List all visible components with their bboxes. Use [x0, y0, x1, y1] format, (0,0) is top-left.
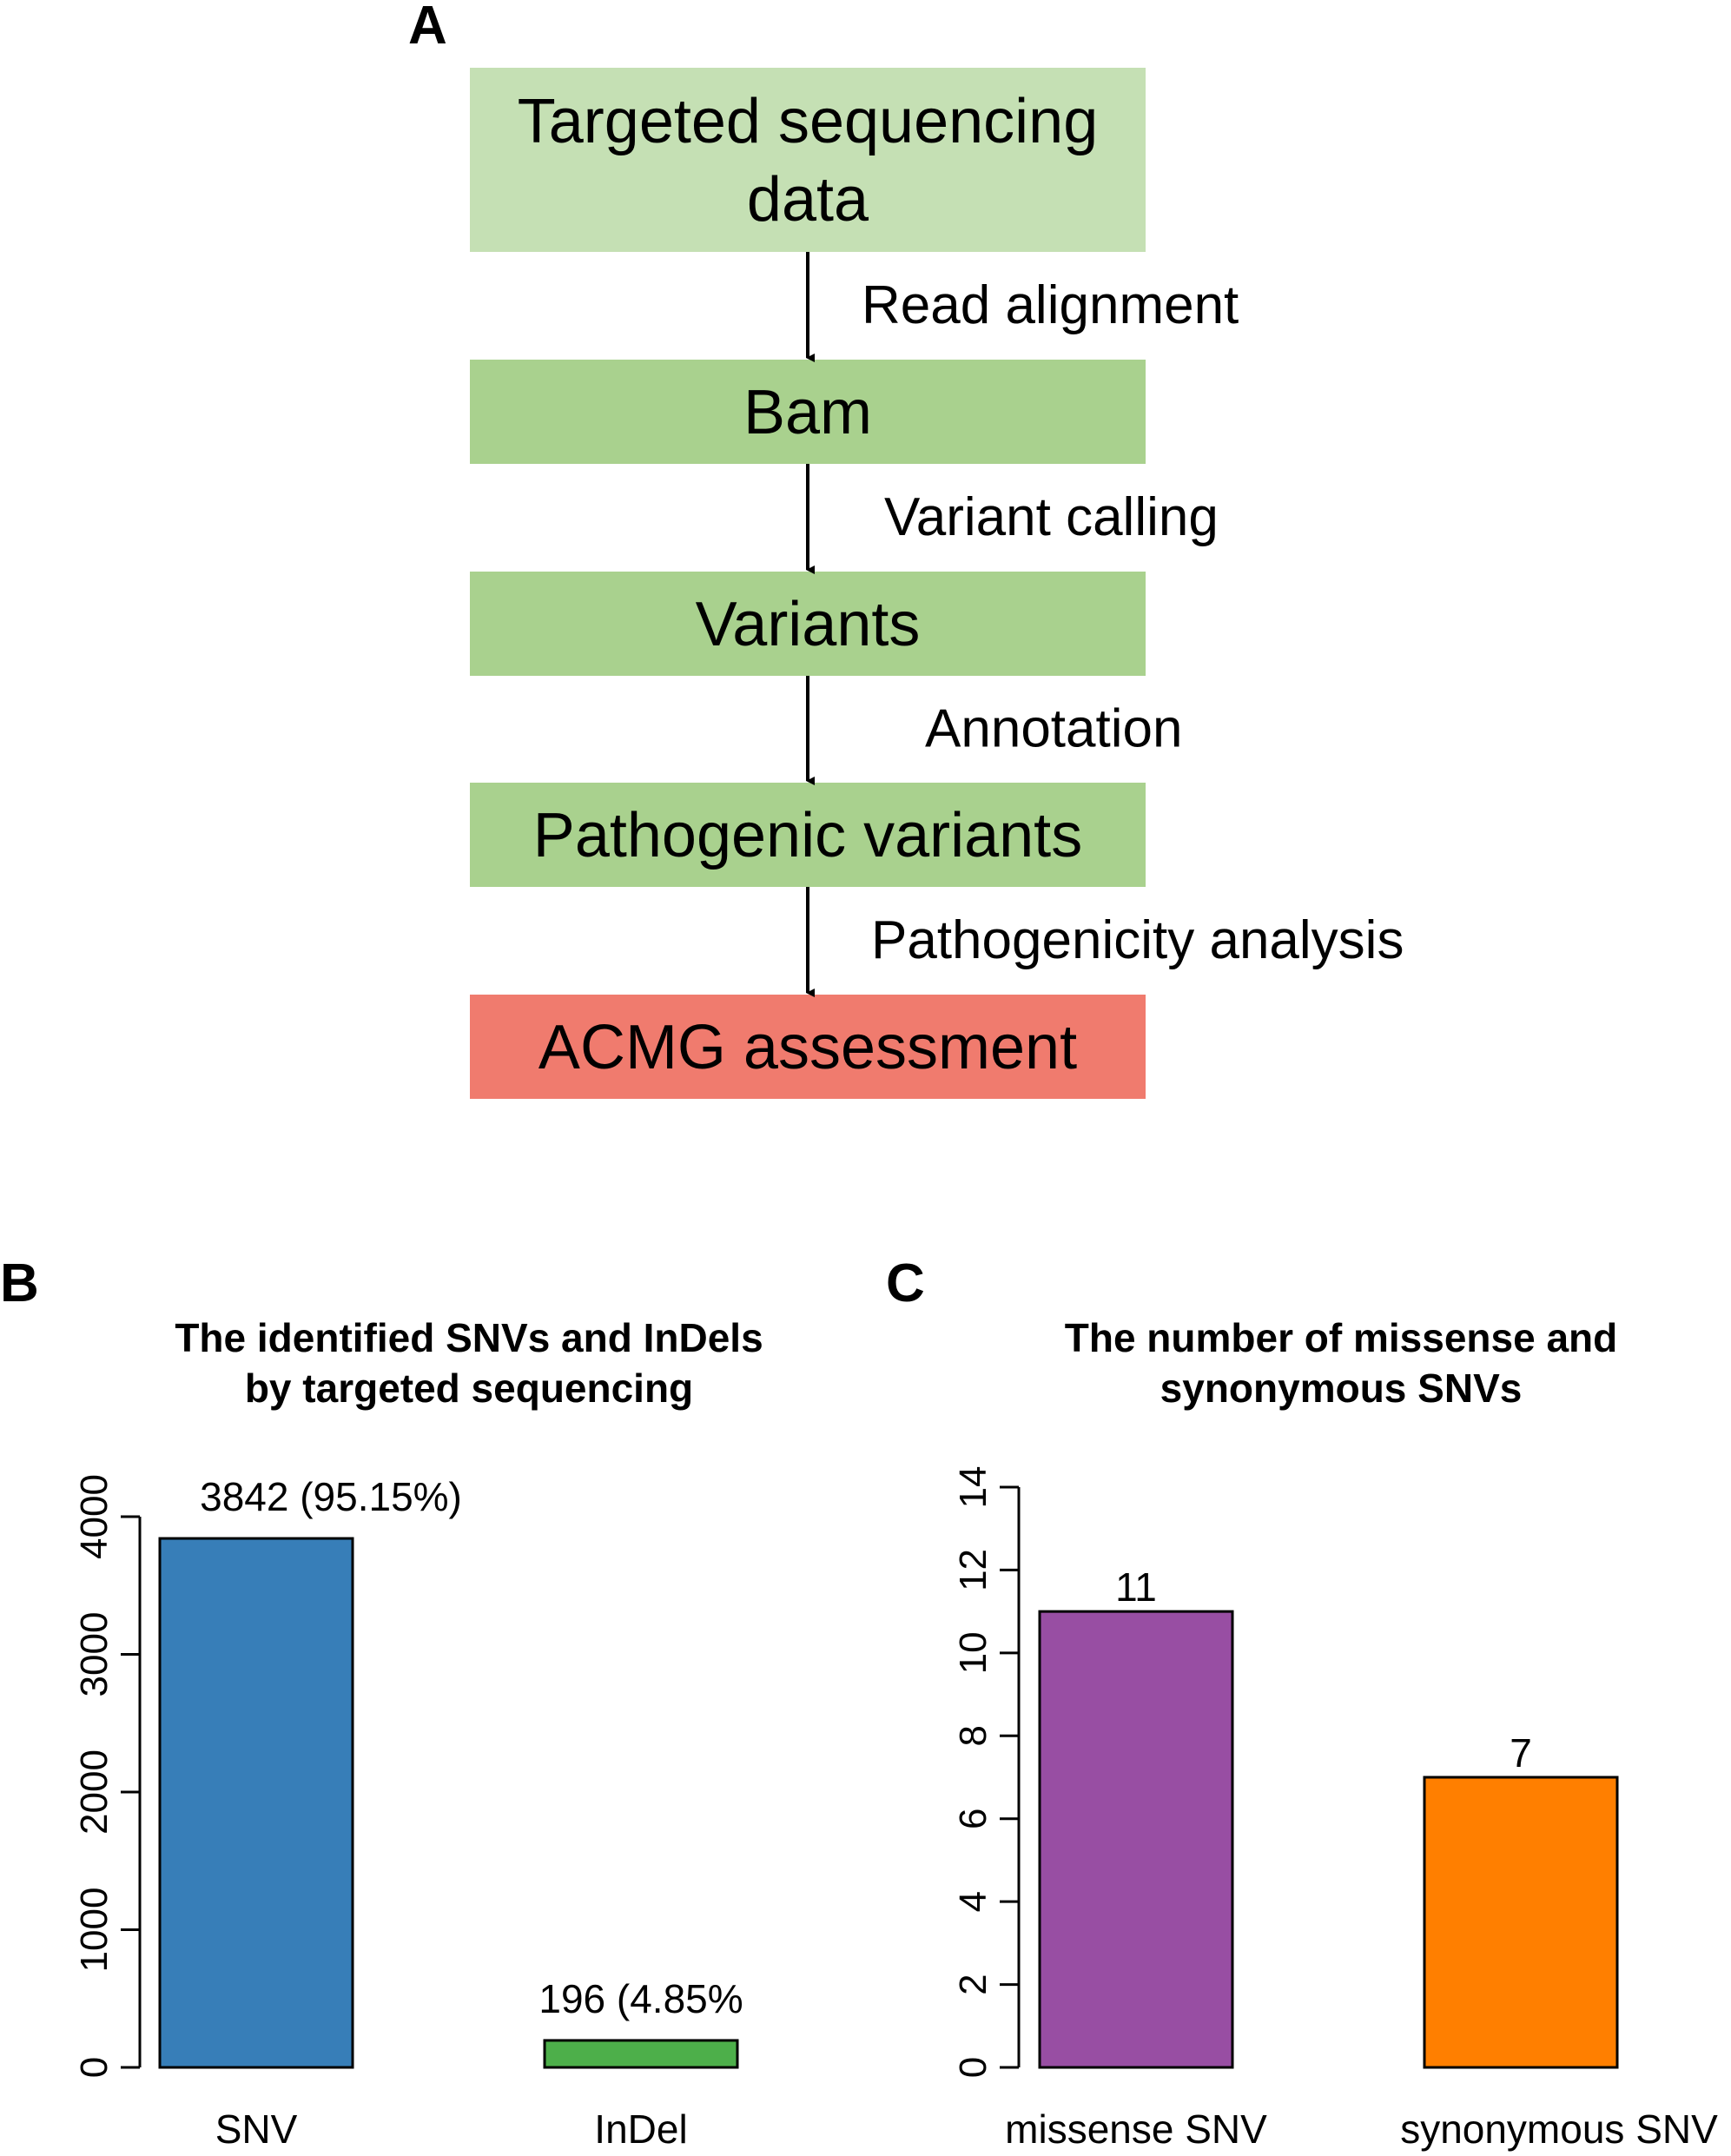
y-tick-label-2: 2000	[73, 1749, 116, 1835]
y-tick-label-1: 1000	[73, 1888, 116, 1973]
chart-c: The number of missense and synonymous SNV…	[952, 1315, 1718, 2152]
bar-2	[543, 2039, 739, 2069]
bar-1-value-label: 11	[1115, 1564, 1157, 1610]
flow-box-5-label: ACMG assessment	[538, 1013, 1077, 1082]
category-label-1: SNV	[215, 2106, 298, 2152]
flow-step-4: Pathogenicity analysis	[871, 910, 1404, 970]
flow-box-4-label: Pathogenic variants	[533, 801, 1082, 870]
category-label-1: missense SNV	[1005, 2106, 1267, 2152]
y-tick-label-3: 6	[952, 1808, 994, 1829]
y-tick-label-3: 3000	[73, 1612, 116, 1697]
flowchart: Targeted sequencing dataBamVariantsPathog…	[470, 68, 1404, 1099]
flow-step-3: Annotation	[925, 699, 1182, 759]
flow-box-2-label: Bam	[743, 378, 872, 447]
category-label-2: synonymous SNV	[1400, 2106, 1718, 2152]
bar-2-value-label: 7	[1510, 1730, 1532, 1776]
chart-title-line-1: The identified SNVs and InDels	[175, 1315, 763, 1360]
y-tick-label-4: 8	[952, 1725, 994, 1746]
flow-box-1-label: data	[747, 165, 869, 235]
flow-box-1	[470, 68, 1146, 252]
flow-step-1: Read alignment	[862, 275, 1239, 335]
panel-label-c: C	[886, 1253, 925, 1313]
bar-1	[1038, 1610, 1234, 2069]
bar-1-value-label: 3842 (95.15%)	[200, 1474, 462, 1519]
flow-box-5	[470, 995, 1146, 1099]
y-tick-label-7: 14	[952, 1466, 994, 1509]
chart-b: The identified SNVs and InDels by targete…	[73, 1315, 763, 2152]
bar-2	[1423, 1776, 1619, 2069]
y-tick-label-0: 0	[73, 2057, 116, 2078]
chart-title-line-2: synonymous SNVs	[1160, 1366, 1523, 1411]
chart-title-line-1: The number of missense and	[1065, 1315, 1617, 1360]
chart-title-line-2: by targeted sequencing	[245, 1366, 693, 1411]
panel-label-a: A	[408, 0, 447, 56]
y-tick-label-0: 0	[952, 2057, 994, 2078]
flow-box-3	[470, 572, 1146, 676]
flow-box-2	[470, 360, 1146, 464]
y-tick-label-6: 12	[952, 1549, 994, 1591]
y-tick-label-4: 4000	[73, 1474, 116, 1559]
flow-box-4	[470, 783, 1146, 887]
flow-box-3-label: Variants	[696, 590, 921, 659]
y-tick-label-2: 4	[952, 1891, 994, 1912]
category-label-2: InDel	[594, 2106, 687, 2152]
y-tick-label-5: 10	[952, 1631, 994, 1674]
bar-1	[158, 1537, 354, 2069]
flow-box-1-label: Targeted sequencing	[518, 87, 1099, 156]
flow-step-2: Variant calling	[884, 487, 1219, 547]
panel-label-b: B	[0, 1253, 39, 1313]
bar-2-value-label: 196 (4.85%	[538, 1976, 743, 2021]
y-tick-label-1: 2	[952, 1974, 994, 1994]
